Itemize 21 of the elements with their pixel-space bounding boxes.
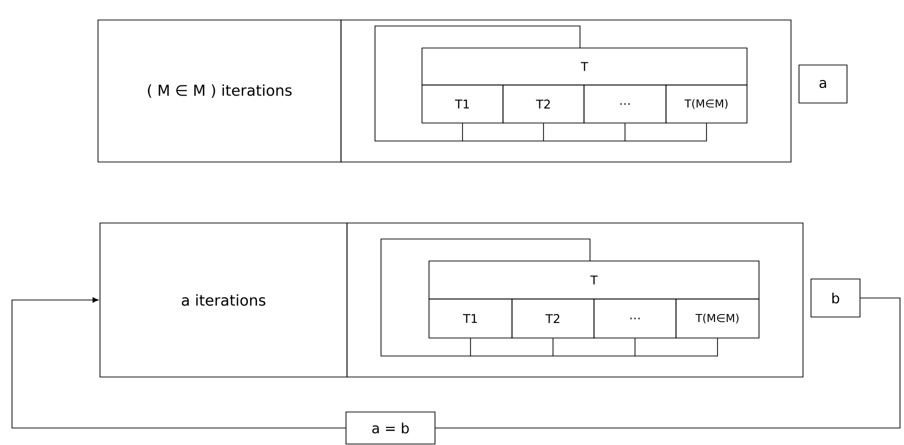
value-box: a = b [346,412,436,444]
cell-box: … [584,84,666,124]
cell-box: T(M∈M) [676,298,760,338]
text-box: ( M ∈ M ) iterations [98,20,342,162]
connector-arrow [12,297,346,428]
text-box: a iterations [100,222,348,378]
cell-box: T2 [502,84,584,124]
header-box: T [422,48,748,86]
value-box: b [810,278,860,318]
connector-line [380,238,718,357]
connector-line [435,298,900,428]
cell-box: … [594,298,676,338]
container-box [340,20,792,162]
cell-box: T(M∈M) [666,84,748,124]
cell-box: T1 [422,84,504,124]
header-box: T [428,260,760,300]
value-box: a [798,64,848,104]
container-box [346,222,804,378]
connector-line [374,26,707,142]
cell-box: T1 [428,298,512,338]
cell-box: T2 [512,298,594,338]
